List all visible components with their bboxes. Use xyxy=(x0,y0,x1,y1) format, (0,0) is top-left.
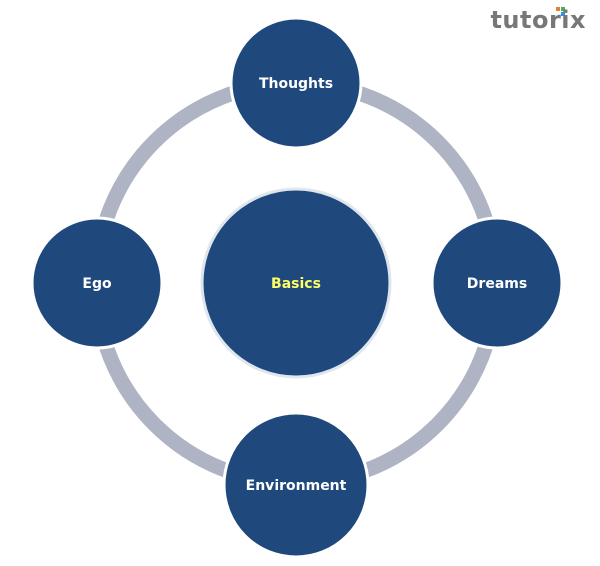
node-environment: Environment xyxy=(222,411,370,559)
center-node: Basics xyxy=(200,187,392,379)
node-label: Environment xyxy=(246,478,347,494)
node-dreams: Dreams xyxy=(430,216,564,350)
node-ego: Ego xyxy=(30,216,164,350)
node-label: Ego xyxy=(82,276,112,292)
logo-dots-icon xyxy=(556,7,565,16)
node-label: Dreams xyxy=(467,276,527,292)
tutorix-logo: tutorix xyxy=(490,6,586,34)
center-label: Basics xyxy=(271,276,321,292)
node-label: Thoughts xyxy=(259,76,333,92)
node-thoughts: Thoughts xyxy=(229,16,363,150)
